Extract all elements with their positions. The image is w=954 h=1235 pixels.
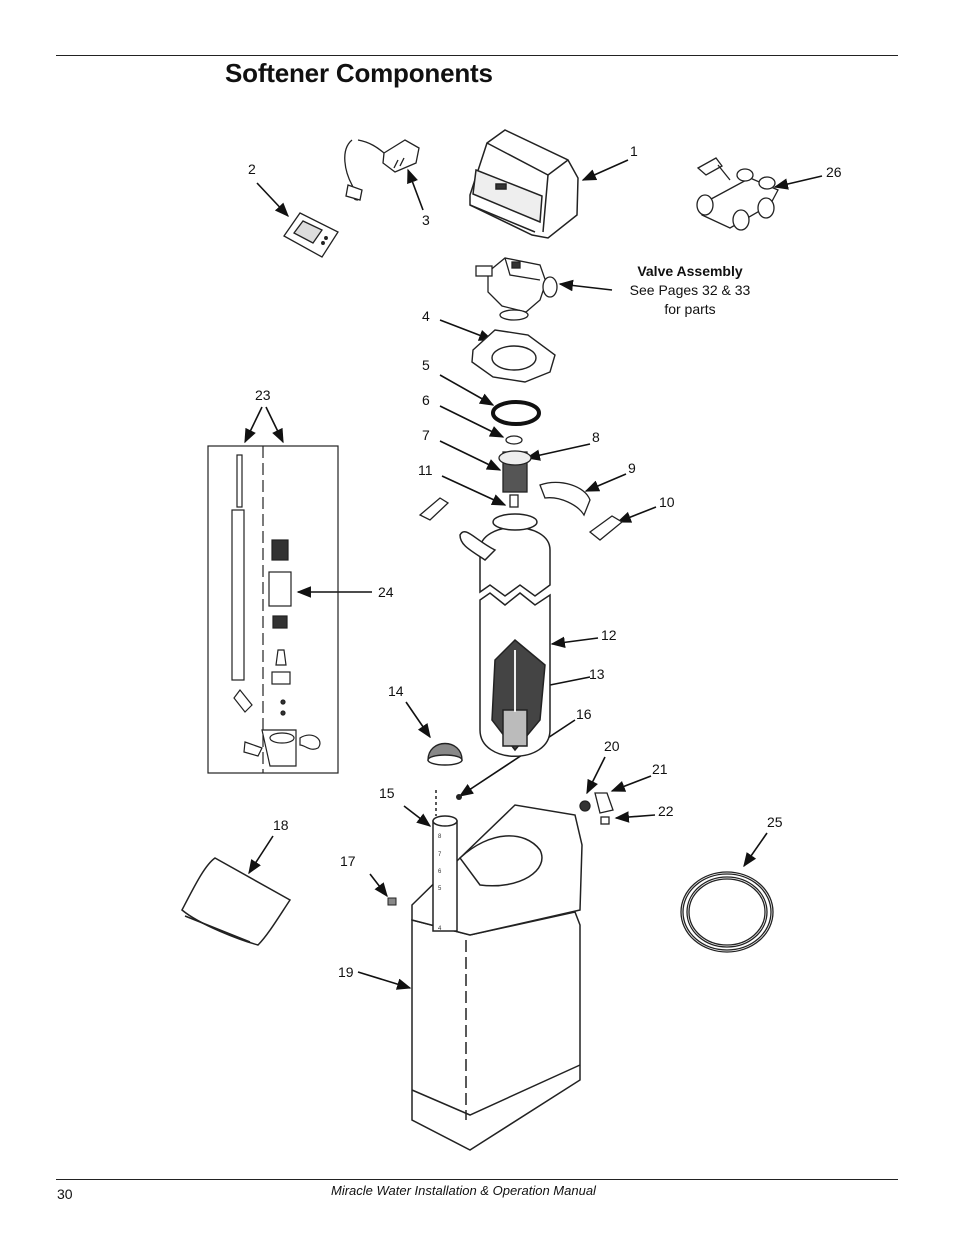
brine-valve-inset xyxy=(207,445,339,774)
distributor-basket xyxy=(498,450,532,508)
o-ring xyxy=(491,400,541,426)
callout-26: 26 xyxy=(826,164,842,180)
callout-8: 8 xyxy=(592,429,600,445)
small-o-ring xyxy=(505,435,523,445)
power-adapter xyxy=(344,139,420,201)
valve-note-line1: See Pages 32 & 33 xyxy=(629,282,751,298)
valve-note-heading: Valve Assembly xyxy=(637,263,743,279)
svg-text:5: 5 xyxy=(438,886,442,892)
top-rule xyxy=(56,55,898,56)
callout-2: 2 xyxy=(248,161,256,177)
small-plug xyxy=(456,794,462,800)
brine-well xyxy=(432,790,458,932)
adapter-plate xyxy=(471,329,556,383)
callout-16: 16 xyxy=(576,706,592,722)
clamp-clip xyxy=(418,497,624,541)
manual-title: Miracle Water Installation & Operation M… xyxy=(331,1183,596,1198)
cover-part xyxy=(469,129,579,239)
bypass-valve xyxy=(696,157,779,231)
screw xyxy=(387,897,397,906)
callout-15: 15 xyxy=(379,785,395,801)
svg-text:4: 4 xyxy=(438,926,442,932)
page-title: Softener Components xyxy=(225,58,493,88)
valve-assembly xyxy=(475,257,558,321)
callout-20: 20 xyxy=(604,738,620,754)
page-number: 30 xyxy=(57,1186,73,1202)
callout-5: 5 xyxy=(422,357,430,373)
callout-9: 9 xyxy=(628,460,636,476)
leader-arrows xyxy=(244,159,823,990)
clamp-half xyxy=(539,481,591,517)
brine-cap xyxy=(427,743,463,766)
callout-21: 21 xyxy=(652,761,668,777)
valve-assembly-note: Valve Assembly See Pages 32 & 33 for par… xyxy=(600,262,780,319)
brine-well-scale: 8 7 6 5 4 xyxy=(438,834,442,932)
callout-19: 19 xyxy=(338,964,354,980)
callout-13: 13 xyxy=(589,666,605,682)
callout-18: 18 xyxy=(273,817,289,833)
cabinet-lid xyxy=(181,857,292,946)
svg-text:8: 8 xyxy=(438,834,442,840)
callout-14: 14 xyxy=(388,683,404,699)
callout-6: 6 xyxy=(422,392,430,408)
callout-10: 10 xyxy=(659,494,675,510)
callout-4: 4 xyxy=(422,308,430,324)
callout-23: 23 xyxy=(255,387,271,403)
display-module xyxy=(283,212,339,258)
resin-tank xyxy=(459,513,551,757)
svg-text:6: 6 xyxy=(438,869,442,875)
callout-22: 22 xyxy=(658,803,674,819)
bottom-rule xyxy=(56,1179,898,1180)
svg-text:7: 7 xyxy=(438,852,442,858)
callout-25: 25 xyxy=(767,814,783,830)
callout-24: 24 xyxy=(378,584,394,600)
valve-note-line2: for parts xyxy=(664,301,716,317)
callout-12: 12 xyxy=(601,627,617,643)
callout-11: 11 xyxy=(418,462,433,478)
callout-17: 17 xyxy=(340,853,356,869)
callout-3: 3 xyxy=(422,212,430,228)
callout-1: 1 xyxy=(630,143,638,159)
drain-fittings xyxy=(579,792,614,825)
callout-7: 7 xyxy=(422,427,430,443)
drain-tubing xyxy=(680,871,774,953)
